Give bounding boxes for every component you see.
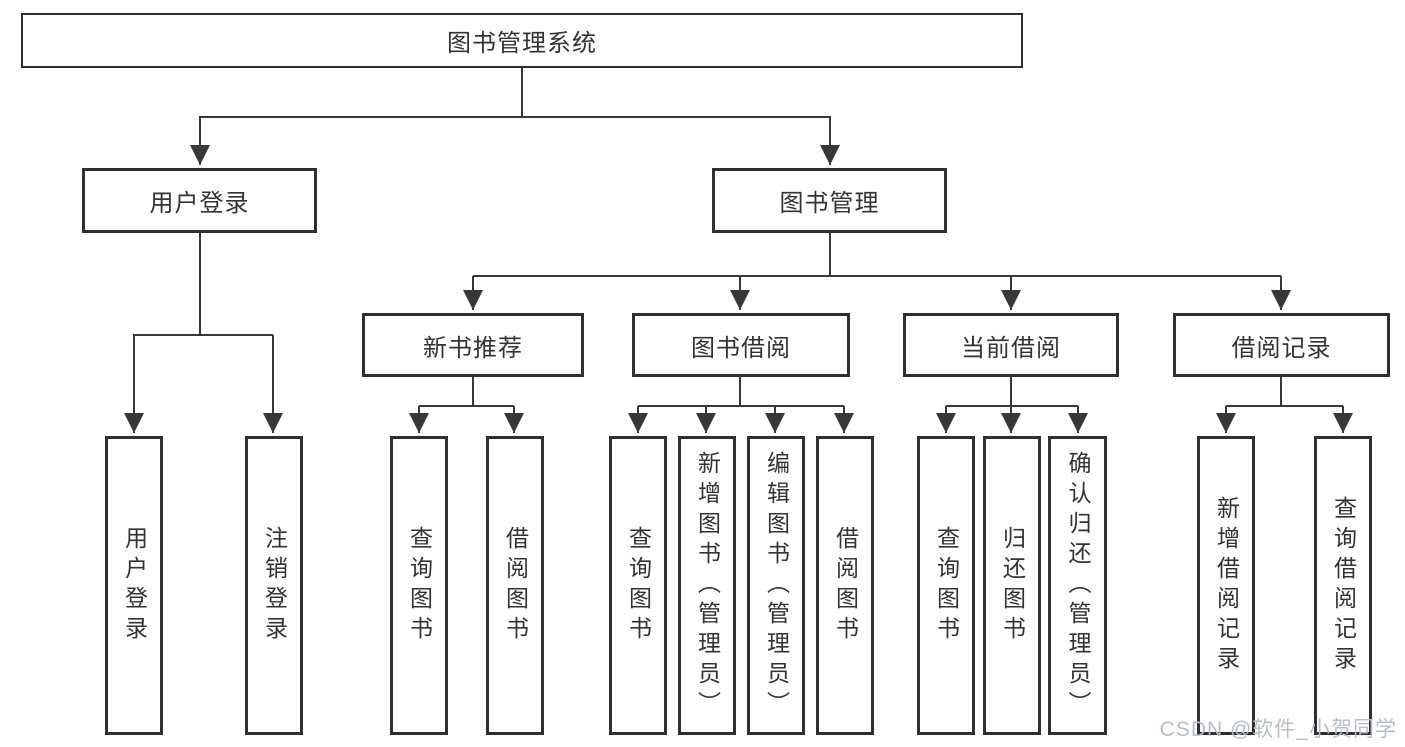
node-book-borrow-label: 图书借阅 — [691, 334, 791, 362]
leaf-borrow-books-recommend-label: 借阅图书 — [502, 525, 529, 646]
node-book-management: 图书管理 — [712, 168, 947, 233]
leaf-query-borrow-record: 查询借阅记录 — [1314, 436, 1372, 735]
leaf-borrow-books-label: 借阅图书 — [832, 525, 859, 646]
node-borrow-records-label: 借阅记录 — [1231, 334, 1332, 362]
leaf-query-books-recommend: 查询图书 — [390, 436, 448, 735]
connector-new-book-recommend-branch — [419, 377, 514, 407]
connector-current-borrow-branch — [946, 377, 1078, 407]
node-user-login: 用户登录 — [82, 168, 317, 233]
leaf-query-books-current: 查询图书 — [917, 436, 975, 735]
node-new-book-recommend: 新书推荐 — [362, 313, 584, 377]
node-book-management-label: 图书管理 — [779, 190, 880, 217]
leaf-query-books-borrow-label: 查询图书 — [625, 525, 652, 646]
connector-book-borrow-branch — [638, 377, 844, 407]
leaf-add-book-admin-label: 新增图书（管理员） — [694, 450, 721, 721]
connector-root-branch — [199, 68, 831, 118]
node-current-borrow: 当前借阅 — [903, 313, 1119, 377]
leaf-query-books-borrow: 查询图书 — [609, 436, 667, 735]
node-user-login-label: 用户登录 — [149, 190, 250, 217]
leaf-query-books-recommend-label: 查询图书 — [406, 525, 433, 646]
leaf-add-borrow-record-label: 新增借阅记录 — [1213, 495, 1240, 676]
node-current-borrow-label: 当前借阅 — [961, 334, 1061, 362]
node-borrow-records: 借阅记录 — [1173, 313, 1390, 377]
leaf-borrow-books-recommend: 借阅图书 — [486, 436, 544, 735]
csdn-watermark: CSDN @软件_小贺同学 — [1159, 718, 1397, 741]
connector-user-login-branch — [133, 233, 273, 336]
leaf-user-login: 用户登录 — [105, 436, 163, 735]
leaf-add-book-admin: 新增图书（管理员） — [678, 436, 736, 735]
leaf-user-login-label: 用户登录 — [121, 525, 148, 646]
leaf-add-borrow-record: 新增借阅记录 — [1197, 436, 1255, 735]
connector-book-management-branch — [473, 233, 1281, 277]
leaf-return-book: 归还图书 — [983, 436, 1041, 735]
node-new-book-recommend-label: 新书推荐 — [423, 334, 523, 362]
leaf-borrow-books: 借阅图书 — [816, 436, 874, 735]
leaf-query-borrow-record-label: 查询借阅记录 — [1330, 495, 1357, 676]
leaf-confirm-return-admin-label: 确认归还（管理员） — [1065, 450, 1091, 721]
node-root-label: 图书管理系统 — [447, 30, 597, 57]
leaf-edit-book-admin-label: 编辑图书（管理员） — [763, 450, 790, 721]
leaf-query-books-current-label: 查询图书 — [933, 525, 960, 646]
leaf-confirm-return-admin: 确认归还（管理员） — [1048, 436, 1107, 735]
leaf-logout: 注销登录 — [245, 436, 303, 735]
leaf-logout-label: 注销登录 — [261, 525, 288, 646]
leaf-return-book-label: 归还图书 — [999, 525, 1026, 646]
connector-borrow-records-branch — [1226, 377, 1343, 407]
leaf-edit-book-admin: 编辑图书（管理员） — [747, 436, 805, 735]
node-book-borrow: 图书借阅 — [632, 313, 850, 377]
node-root: 图书管理系统 — [21, 13, 1023, 68]
